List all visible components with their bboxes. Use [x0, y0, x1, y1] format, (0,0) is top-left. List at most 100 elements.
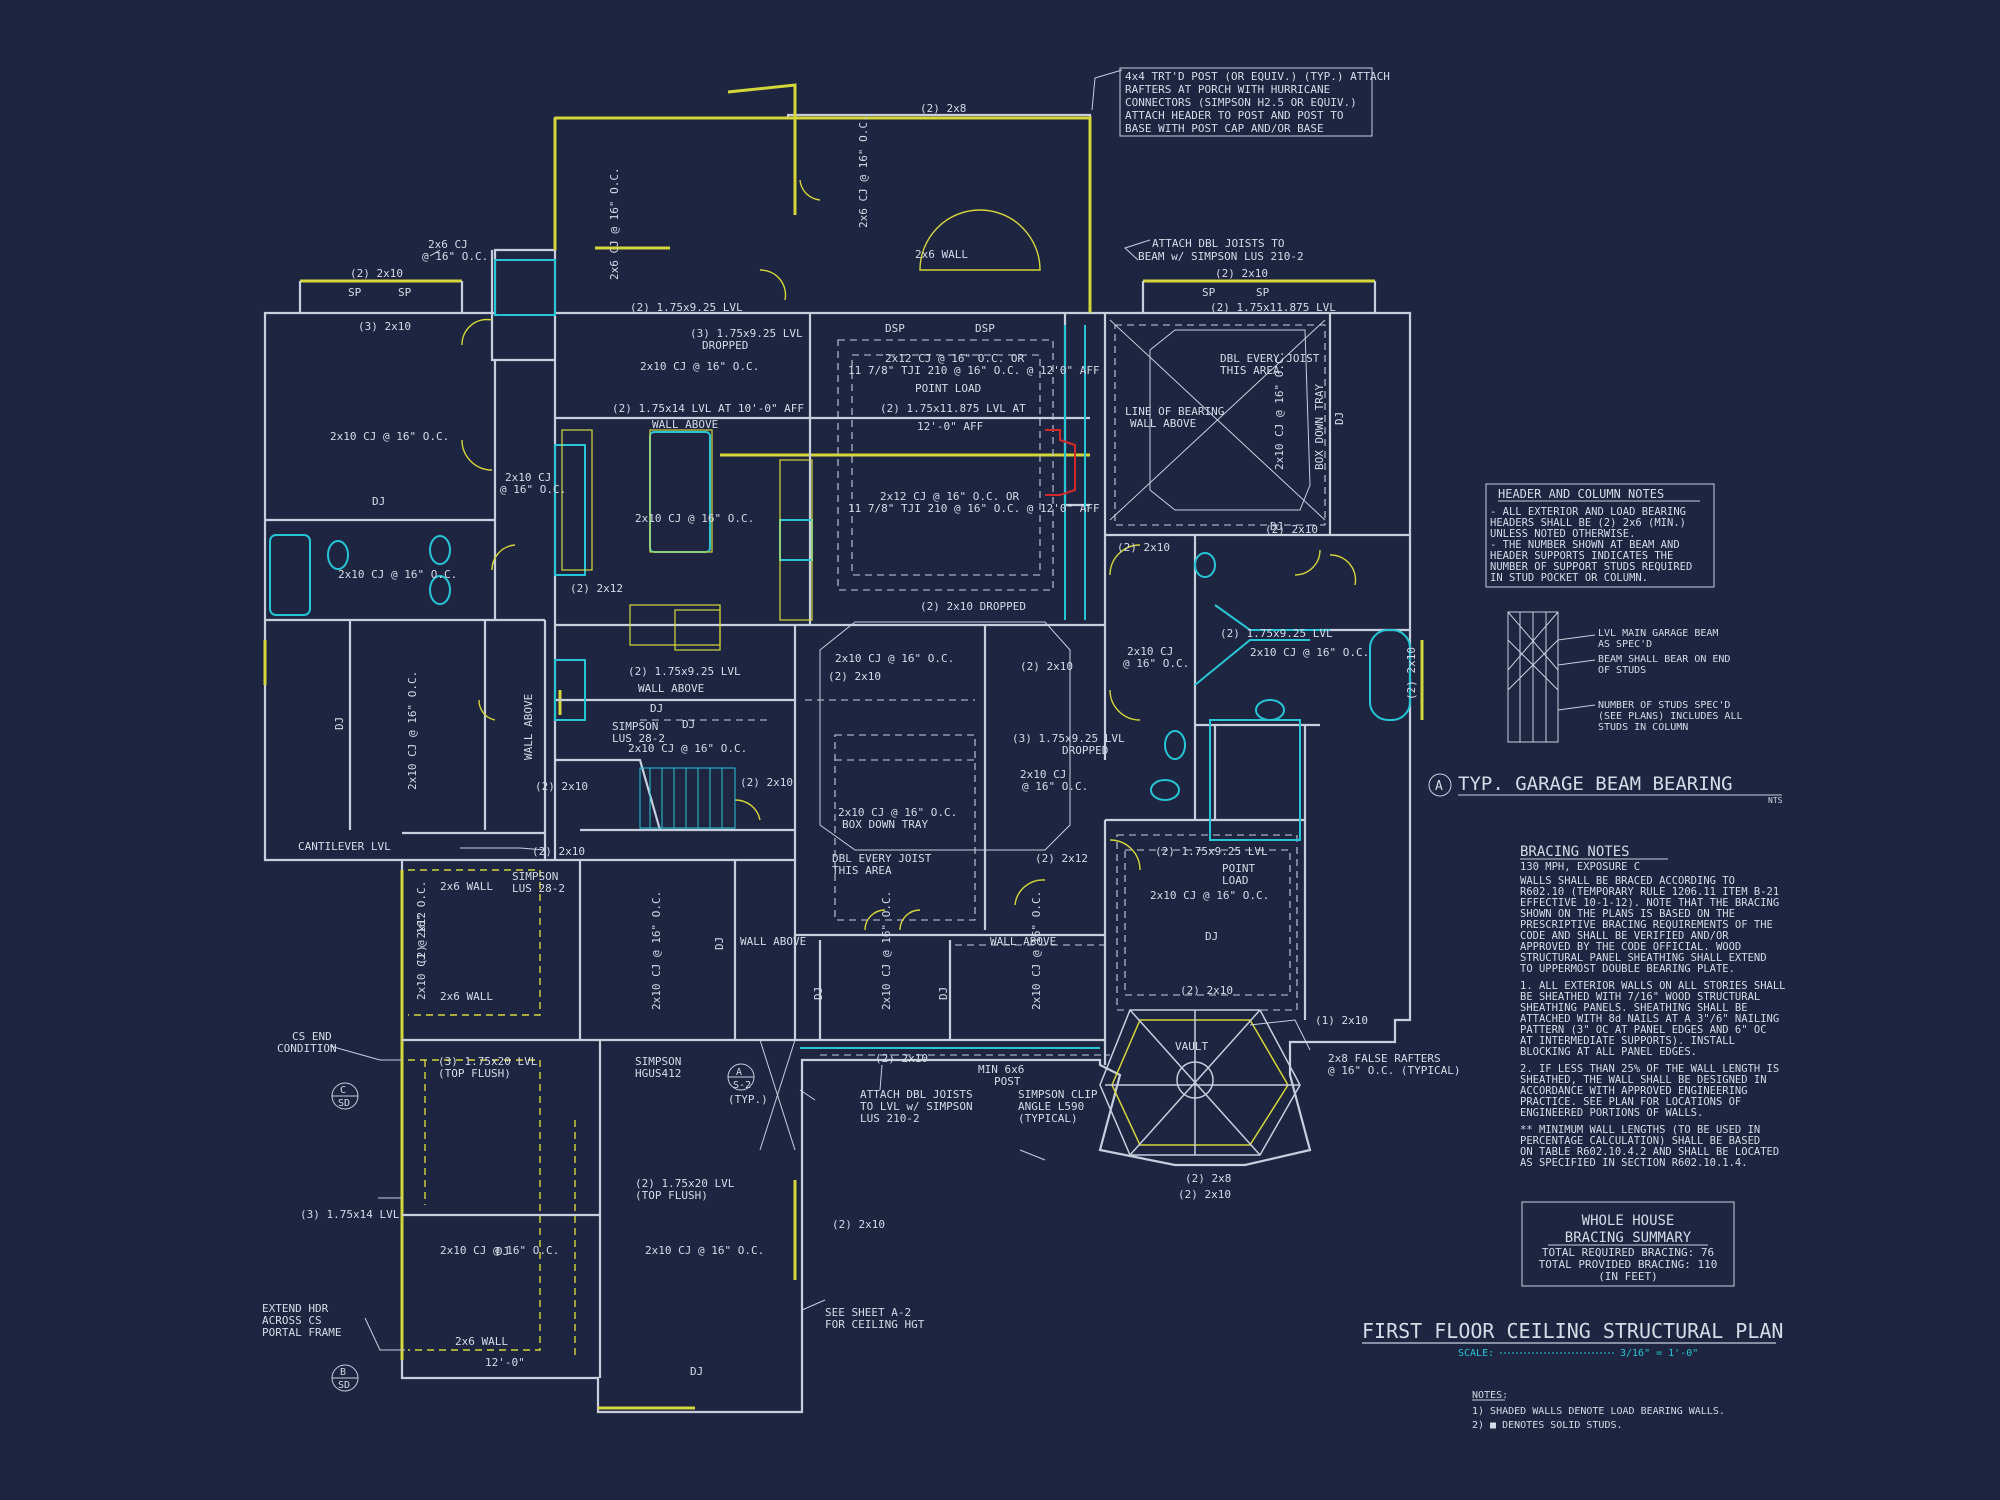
beam-detail-scale: NTS [1768, 796, 1783, 805]
lvl-925-dropped-note: DROPPED [702, 339, 748, 352]
bracing-p3-2: SHEATHED, THE WALL SHALL BE DESIGNED IN [1520, 1074, 1767, 1086]
post-note-4: ATTACH HEADER TO POST AND POST TO [1125, 109, 1344, 122]
bracing-p4-2: PERCENTAGE CALCULATION) SHALL BE BASED [1520, 1135, 1760, 1147]
cj-2x6-vert: 2x6 CJ @ 16" O.C. [608, 167, 621, 280]
cj-2x10-label-a: 2x10 CJ @ 16" O.C. [640, 360, 759, 373]
lvl-925-dropped-b-note: DROPPED [1062, 744, 1108, 757]
wall-above-pantry: WALL ABOVE [638, 682, 704, 695]
header-2x10-garage-b: (2) 2x10 [832, 1218, 885, 1231]
dj-vert-e: DJ [1333, 412, 1346, 425]
beam-label-2a: BEAM SHALL BEAR ON END [1598, 654, 1730, 665]
cj-2x10-garage-a: 2x10 CJ @ 16" O.C. [440, 1244, 559, 1257]
scale-value: 3/16" = 1'-0" [1620, 1348, 1698, 1359]
simpson-hgus-2: HGUS412 [635, 1067, 681, 1080]
summary-required: TOTAL REQUIRED BRACING: 76 [1542, 1246, 1714, 1259]
header-note-2: HEADERS SHALL BE (2) 2x6 (MIN.) [1490, 517, 1686, 529]
header-2x10-vert: (2) 2x10 [1405, 647, 1418, 700]
post-note-3: CONNECTORS (SIMPSON H2.5 OR EQUIV.) [1125, 96, 1357, 109]
bracing-p1-5: PRESCRIPTIVE BRACING REQUIREMENTS OF THE [1520, 919, 1773, 931]
porch-header-label: (2) 2x8 [920, 102, 966, 115]
callouts: 4x4 TRT'D POST (OR EQUIV.) (TYP.) ATTACH… [262, 67, 1460, 1339]
typ-label: (TYP.) [728, 1093, 768, 1106]
header-note-4: - THE NUMBER SHOWN AT BEAM AND [1490, 539, 1680, 551]
bracing-p1-2: R602.10 (TEMPORARY RULE 1206.11 ITEM B-2… [1520, 886, 1779, 898]
sec-c-top: C [340, 1085, 346, 1096]
dim-12-label: 12'-0" [485, 1356, 525, 1369]
lvl-14-label: (2) 1.75x14 LVL AT 10'-0" AFF [612, 402, 804, 415]
dbl-joist-b-2: THIS AREA [832, 864, 892, 877]
dsp-label-2: DSP [975, 322, 995, 335]
header-note-6: NUMBER OF SUPPORT STUDS REQUIRED [1490, 561, 1692, 573]
dj-vert-b: DJ [713, 937, 726, 950]
lvl-20b-note: (TOP FLUSH) [635, 1189, 708, 1202]
line-bearing-2: WALL ABOVE [1130, 417, 1196, 430]
wall-2x6-label: 2x6 WALL [915, 248, 968, 261]
box-tray-vert: BOX DOWN TRAY [1313, 384, 1326, 470]
header-2x10: (2) 2x10 [350, 267, 403, 280]
stairs [639, 767, 736, 829]
summary-title-2: BRACING SUMMARY [1565, 1230, 1692, 1246]
cj-2x10-vert-c: 2x10 CJ @ 16" O.C. [650, 891, 663, 1010]
extend-hdr-1: EXTEND HDR [262, 1302, 329, 1315]
cj-2x10-vert-f: 2x10 CJ @ 16" O.C. [415, 881, 428, 1000]
dj-label-6: DJ [496, 1245, 509, 1258]
simpson-lus-a-1: SIMPSON [612, 720, 658, 733]
scale-label: SCALE: [1458, 1348, 1494, 1359]
dj-label-2: DJ [650, 702, 663, 715]
beam-label-3c: STUDS IN COLUMN [1598, 722, 1688, 733]
sec-a-bot: S-2 [733, 1080, 751, 1091]
dbl-joist-a-1: DBL EVERY JOIST [1220, 352, 1320, 365]
bracing-p1-6: CODE AND SHALL BE VERIFIED AND/OR [1520, 930, 1729, 942]
sp-label-1: SP [348, 286, 362, 299]
bracing-p1-8: STRUCTURAL PANEL SHEATHING SHALL EXTEND [1520, 952, 1767, 964]
min-post-2: POST [994, 1075, 1021, 1088]
summary-title-1: WHOLE HOUSE [1582, 1213, 1675, 1229]
note-1: 1) SHADED WALLS DENOTE LOAD BEARING WALL… [1472, 1406, 1725, 1417]
header-2x10-hall: (2) 2x10 [1020, 660, 1073, 673]
summary-units: (IN FEET) [1598, 1270, 1658, 1283]
dj-label-7: DJ [690, 1365, 703, 1378]
cj-2x10-vert-d: 2x10 CJ @ 16" O.C. [1030, 891, 1043, 1010]
box-down-tray-label: BOX DOWN TRAY [842, 818, 928, 831]
summary-provided: TOTAL PROVIDED BRACING: 110 [1539, 1258, 1718, 1271]
header-2x10-study: (2) 2x10 [1180, 984, 1233, 997]
post-note-1: 4x4 TRT'D POST (OR EQUIV.) (TYP.) ATTACH [1125, 70, 1390, 83]
lvl-14b-label: (3) 1.75x14 LVL [300, 1208, 400, 1221]
bracing-p1-7: APPROVED BY THE CODE OFFICIAL. WOOD [1520, 941, 1741, 953]
sheet-title: FIRST FLOOR CEILING STRUCTURAL PLAN [1362, 1319, 1783, 1343]
sec-c-bot: SD [338, 1098, 350, 1109]
door-swings [461, 179, 1357, 931]
bracing-p2-7: BLOCKING AT ALL PANEL EDGES. [1520, 1046, 1697, 1058]
bracing-p1-9: TO UPPERMOST DOUBLE BEARING PLATE. [1520, 963, 1735, 975]
sec-b-top: B [340, 1367, 346, 1378]
cj-2x6-label: 2x6 CJ [428, 238, 468, 251]
wall-above-foyer: WALL ABOVE [740, 935, 806, 948]
cj-2x10-dining: 2x10 CJ @ 16" O.C. [835, 652, 954, 665]
bracing-p3-5: ENGINEERED PORTIONS OF WALLS. [1520, 1107, 1703, 1119]
bracing-p2-2: BE SHEATHED WITH 7/16" WOOD STRUCTURAL [1520, 991, 1760, 1003]
bracing-p1-4: SHOWN ON THE PLANS IS BASED ON THE [1520, 908, 1735, 920]
bay-header: (1) 2x10 [1315, 1014, 1368, 1027]
point-load-label: POINT LOAD [915, 382, 981, 395]
cj-2x10-laundry: 2x10 CJ @ 16" O.C. [330, 430, 449, 443]
bracing-p3-1: 2. IF LESS THAN 25% OF THE WALL LENGTH I… [1520, 1063, 1779, 1075]
octagon-bay [1099, 1009, 1301, 1156]
see-sheet-1: SEE SHEET A-2 [825, 1306, 911, 1319]
dj-label-1: DJ [372, 495, 385, 508]
false-rafters-1: 2x8 FALSE RAFTERS [1328, 1052, 1441, 1065]
bracing-p2-3: SHEATHING PANELS. SHEATHING SHALL BE [1520, 1002, 1748, 1014]
dbl-joist-b-1: DBL EVERY JOIST [832, 852, 932, 865]
bracing-p3-4: PRACTICE. SEE PLAN FOR LOCATIONS OF [1520, 1096, 1741, 1108]
beam-detail-text: LVL MAIN GARAGE BEAM AS SPEC'D BEAM SHAL… [1435, 628, 1783, 805]
cj-2x10-study: 2x10 CJ @ 16" O.C. [1150, 889, 1269, 902]
header-2x10-stair: (2) 2x10 [740, 776, 793, 789]
header-notes: HEADER AND COLUMN NOTES - ALL EXTERIOR A… [1485, 483, 1715, 588]
simpson-lus-a-2: LUS 28-2 [612, 732, 665, 745]
lvl-11875-at: (2) 1.75x11.875 LVL AT [880, 402, 1026, 415]
cj-2x10-vert-a: 2x10 CJ @ 16" O.C. [1273, 351, 1286, 470]
lvl-925-pantry: (2) 1.75x9.25 LVL [628, 665, 741, 678]
wall-2x6-garage-c: 2x6 WALL [455, 1335, 508, 1348]
header-2x10-right: (2) 2x10 [1215, 267, 1268, 280]
lvl-20-label: (3) 1.75x20 LVL [438, 1055, 538, 1068]
cj-split-a: 2x10 CJ [505, 471, 551, 484]
